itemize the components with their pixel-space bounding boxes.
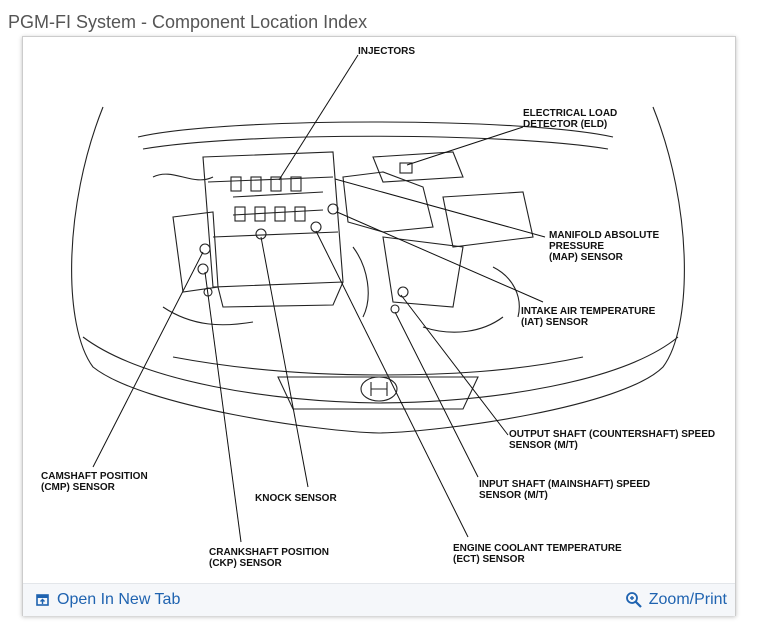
label-eld-line2: DETECTOR (ELD) [523,119,607,130]
label-map-line2: PRESSURE [549,241,604,252]
label-input-line2: SENSOR (M/T) [479,490,548,501]
label-cmp-line2: (CMP) SENSOR [41,482,116,493]
label-eld-line1: ELECTRICAL LOAD [523,108,617,119]
engine-bay-drawing: INJECTORS ELECTRICAL LOAD DETECTOR (ELD)… [41,46,715,569]
label-output-line1: OUTPUT SHAFT (COUNTERSHAFT) SPEED [509,429,715,440]
engine-diagram[interactable]: INJECTORS ELECTRICAL LOAD DETECTOR (ELD)… [23,37,735,583]
open-in-new-tab-link[interactable]: Open In New Tab [35,591,180,609]
diagram-frame: INJECTORS ELECTRICAL LOAD DETECTOR (ELD)… [22,36,736,616]
open-new-tab-icon [36,594,49,606]
label-iat-line1: INTAKE AIR TEMPERATURE [521,306,656,317]
leader-lines [92,54,546,543]
label-injectors: INJECTORS [358,46,415,57]
label-knock: KNOCK SENSOR [255,493,337,504]
car-outline [71,106,685,434]
open-in-new-tab-label: Open In New Tab [57,591,181,608]
page-title: PGM-FI System - Component Location Index [8,12,368,32]
label-map-line1: MANIFOLD ABSOLUTE [549,230,660,241]
label-ect-line1: ENGINE COOLANT TEMPERATURE [453,543,622,554]
label-input-line1: INPUT SHAFT (MAINSHAFT) SPEED [479,479,650,490]
zoom-print-label: Zoom/Print [648,591,727,608]
zoom-print-link[interactable]: Zoom/Print [625,591,727,609]
label-map-line3: (MAP) SENSOR [549,252,624,263]
label-output-line2: SENSOR (M/T) [509,440,578,451]
label-iat-line2: (IAT) SENSOR [521,317,589,328]
image-toolbar: Open In New Tab Zoom/Print [23,583,735,616]
magnifier-icon [625,592,642,608]
label-ect-line2: (ECT) SENSOR [453,554,525,565]
label-ckp-line1: CRANKSHAFT POSITION [209,547,329,558]
label-ckp-line2: (CKP) SENSOR [209,558,283,569]
label-cmp-line1: CAMSHAFT POSITION [41,471,148,482]
